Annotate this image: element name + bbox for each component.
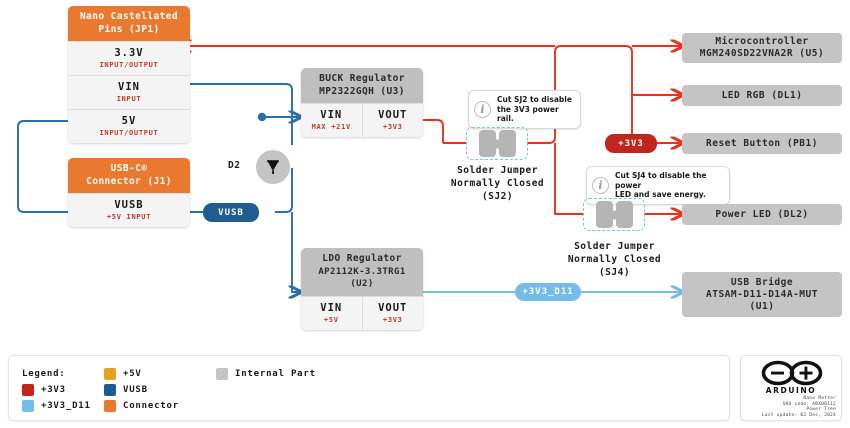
- solder-jumper-sj4[interactable]: [583, 198, 645, 231]
- diode-label: D2: [228, 160, 241, 171]
- junction-dot-vusb: [257, 112, 267, 122]
- legend-item-3v3: +3V3: [22, 384, 104, 396]
- sj2-bridge: [493, 139, 501, 148]
- legend-swatch-3v3-d11: [22, 400, 34, 412]
- net-label-3v3-d11: +3V3_D11: [515, 283, 581, 301]
- pin-vin: VIN INPUT: [68, 75, 190, 109]
- legend-swatch-3v3: [22, 384, 34, 396]
- net-label-vusb: VUSB: [203, 203, 259, 222]
- brand-panel: ARDUINO Nano Matter SKU code: ABX00112 P…: [740, 355, 842, 421]
- legend-panel: Legend: +5V Internal Part +3V3 VUSB +3V3…: [8, 355, 730, 421]
- legend-item-internal-part: Internal Part: [216, 368, 316, 380]
- connector-jp1-header: Nano Castellated Pins (JP1): [68, 6, 190, 41]
- pin-3v3: 3.3V INPUT/OUTPUT: [68, 41, 190, 75]
- net-label-3v3: +3V3: [605, 134, 657, 153]
- buck-pin-vout: VOUT +3V3: [361, 103, 423, 137]
- diode-icon: [267, 160, 279, 174]
- buck-pin-vin: VIN MAX +21V: [301, 103, 362, 137]
- part-led-rgb[interactable]: LED RGB (DL1): [682, 85, 842, 106]
- legend-title: Legend:: [22, 369, 66, 379]
- part-microcontroller[interactable]: Microcontroller MGM240SD22VNA2R (U5): [682, 33, 842, 63]
- sj4-bridge: [610, 210, 618, 219]
- part-usb-bridge[interactable]: USB Bridge ATSAM-D11-D14A-MUT (U1): [682, 272, 842, 317]
- legend-swatch-internal-part: [216, 368, 228, 380]
- connector-j1-header: USB-C® Connector (J1): [68, 158, 190, 193]
- arduino-logo-icon: [761, 360, 823, 386]
- pin-vusb: VUSB +5V INPUT: [68, 193, 190, 227]
- diode-d2: [256, 150, 290, 184]
- legend-swatch-5v: [104, 368, 116, 380]
- connector-nano-castellated-pins[interactable]: Nano Castellated Pins (JP1) 3.3V INPUT/O…: [68, 6, 190, 143]
- solder-jumper-sj2[interactable]: [466, 127, 528, 160]
- brand-meta: Nano Matter SKU code: ABX00112 Power Tre…: [761, 396, 836, 418]
- part-power-led[interactable]: Power LED (DL2): [682, 204, 842, 225]
- info-icon: i: [474, 100, 491, 118]
- ldo-pin-vin: VIN +5V: [301, 295, 362, 330]
- legend-swatch-vusb: [104, 384, 116, 396]
- solder-jumper-sj2-caption: Solder Jumper Normally Closed (SJ2): [450, 165, 545, 202]
- legend-item-connector: Connector: [104, 400, 216, 412]
- brand-wordmark: ARDUINO: [765, 386, 817, 395]
- legend-item-3v3-d11: +3V3_D11: [22, 400, 104, 412]
- info-callout-sj2: i Cut SJ2 to disable the 3V3 power rail.: [468, 90, 581, 129]
- regulator-u2-header: LDO Regulator AP2112K-3.3TRG1 (U2): [301, 248, 423, 296]
- legend-item-vusb: VUSB: [104, 384, 216, 396]
- solder-jumper-sj4-caption: Solder Jumper Normally Closed (SJ4): [567, 241, 662, 278]
- connector-usb-c[interactable]: USB-C® Connector (J1) VUSB +5V INPUT: [68, 158, 190, 227]
- legend-item-5v: +5V: [104, 368, 216, 380]
- pin-5v: 5V INPUT/OUTPUT: [68, 109, 190, 143]
- ldo-pin-vout: VOUT +3V3: [361, 295, 423, 330]
- sj4-pad-right: [615, 201, 633, 228]
- sj2-pad-left: [478, 130, 496, 157]
- legend-swatch-connector: [104, 400, 116, 412]
- sj2-pad-right: [498, 130, 516, 157]
- legend-grid: Legend: +5V Internal Part +3V3 VUSB +3V3…: [22, 366, 316, 414]
- regulator-buck-mp2322gqh[interactable]: BUCK Regulator MP2322GQH (U3) VIN MAX +2…: [301, 68, 423, 137]
- regulator-u3-header: BUCK Regulator MP2322GQH (U3): [301, 68, 423, 103]
- sj4-pad-left: [595, 201, 613, 228]
- info-icon: i: [592, 176, 609, 194]
- part-reset-button[interactable]: Reset Button (PB1): [682, 133, 842, 154]
- regulator-ldo-ap2112k[interactable]: LDO Regulator AP2112K-3.3TRG1 (U2) VIN +…: [301, 248, 423, 330]
